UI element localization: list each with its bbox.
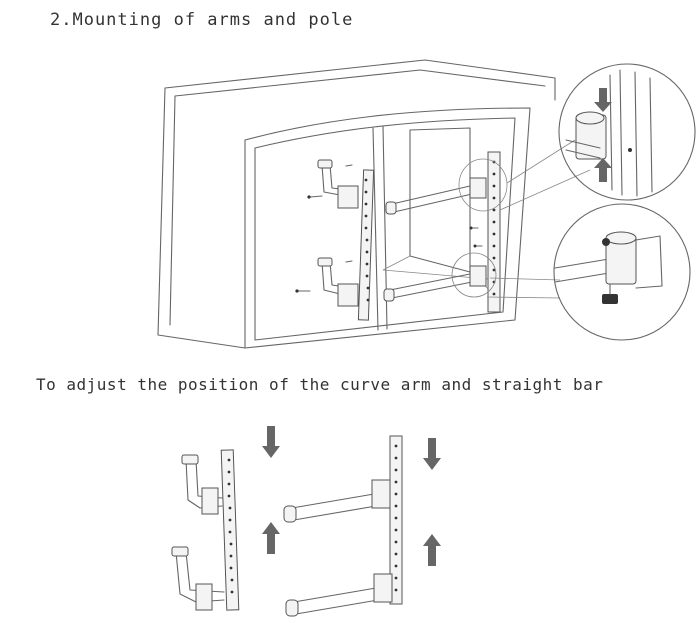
- adjust-heading: To adjust the position of the curve arm …: [36, 375, 604, 394]
- adjust-curve-arm-diagram: [171, 426, 280, 611]
- detail-bottom-connector: [553, 203, 691, 341]
- detail-top-connector: [558, 63, 696, 201]
- cabinet-drawing: [157, 59, 591, 349]
- step-heading: 2.Mounting of arms and pole: [50, 10, 354, 30]
- adjust-straight-bar-diagram: [283, 435, 441, 617]
